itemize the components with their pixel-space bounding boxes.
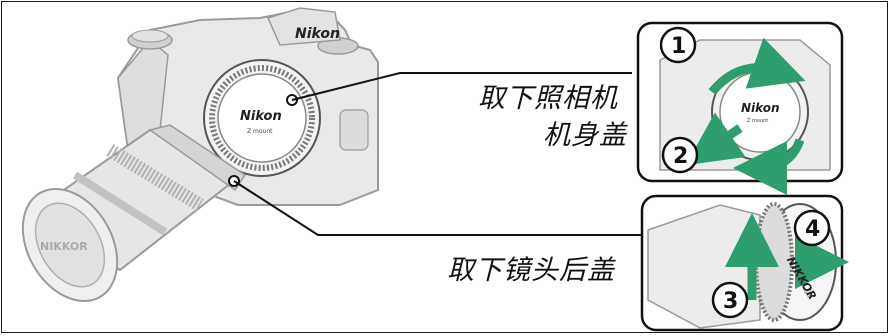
step-2: 2 (673, 144, 688, 169)
lens (21, 124, 247, 303)
inset-body-cap (636, 21, 844, 195)
step-3: 3 (723, 289, 738, 314)
inset-lens-cap (640, 194, 849, 332)
callout-body-cap-line2: 机身盖 (543, 120, 627, 151)
step-1: 1 (671, 34, 686, 59)
inset-cap-sub: Z mount (747, 118, 768, 124)
lens-cap-leader-line (233, 180, 645, 236)
body-cap-sub: Z mount (247, 128, 273, 135)
callout-lens-cap: 取下镜头后盖 (447, 255, 615, 286)
step-4: 4 (805, 217, 820, 242)
body-cap-logo: Nikon (240, 109, 282, 124)
callout-body-cap-line1: 取下照相机 (478, 83, 618, 114)
body-cap (203, 59, 321, 177)
lens-brand: NIKKOR (40, 240, 88, 253)
camera-top-logo: Nikon (295, 26, 340, 42)
body-cap-leader-line (291, 72, 632, 101)
inset-cap-logo: Nikon (741, 101, 780, 115)
